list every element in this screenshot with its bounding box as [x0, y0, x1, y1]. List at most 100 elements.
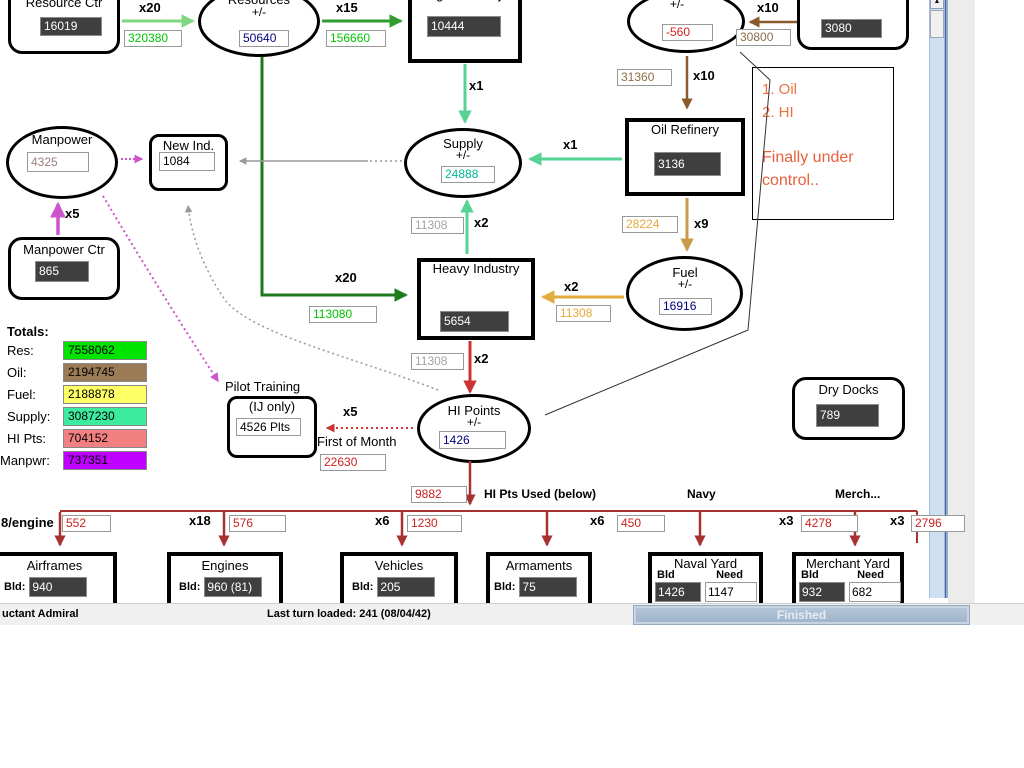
totals-label: Res:: [7, 343, 34, 358]
factory-title: Merchant Yard: [805, 556, 891, 571]
pilot-training-value[interactable]: 4526 Plts: [236, 418, 301, 436]
vertical-scrollbar[interactable]: ▲: [929, 0, 945, 598]
bld-field[interactable]: 960 (81): [204, 577, 263, 597]
flow-value[interactable]: 576: [229, 515, 286, 532]
resources-value[interactable]: 50640: [239, 30, 289, 47]
flow-value[interactable]: 30800: [736, 29, 791, 46]
totals-label: Oil:: [7, 365, 27, 380]
bld-label: Bld:: [494, 581, 516, 593]
flow-value[interactable]: 22630: [320, 454, 386, 471]
factory-title: Naval Yard: [673, 556, 738, 571]
flow-value[interactable]: 2796: [911, 515, 965, 532]
merch-label: Merch...: [835, 487, 881, 501]
manpower-ctr-value[interactable]: 865: [35, 261, 89, 282]
node-title: Supply: [443, 136, 483, 151]
note-box[interactable]: 1. Oil 2. HI Finally under control..: [752, 67, 894, 220]
window-edge: [945, 0, 948, 598]
flow-value[interactable]: 113080: [309, 306, 377, 323]
bld-label: Bld:: [179, 581, 201, 593]
dry-docks-value[interactable]: 789: [816, 404, 879, 427]
new-ind-value[interactable]: 1084: [159, 152, 215, 171]
flow-value[interactable]: 11308: [411, 217, 464, 234]
bld-label: Bld: [657, 569, 675, 581]
oil-refinery-value[interactable]: 3136: [654, 152, 721, 176]
totals-label: Manpwr:: [0, 453, 50, 468]
navy-label: Navy: [687, 487, 716, 501]
status-bar: uctant Admiral Last turn loaded: 241 (08…: [0, 603, 1024, 625]
fuel-value[interactable]: 16916: [659, 298, 712, 315]
node-title: Resources: [205, 0, 313, 6]
totals-title: Totals:: [7, 324, 49, 339]
flow-multiplier: 8/engine: [1, 515, 54, 530]
node-title: Dry Docks: [818, 382, 879, 397]
totals-value-res: 7558062: [63, 341, 147, 360]
flow-value[interactable]: 11308: [411, 353, 464, 370]
bld-field[interactable]: 932: [799, 582, 845, 602]
node-title: Oil Refinery: [651, 122, 719, 137]
hi-points-value[interactable]: 1426: [439, 431, 506, 449]
node-title: New Ind.: [162, 138, 215, 153]
need-label: Need: [857, 569, 884, 581]
flow-multiplier: x10: [693, 68, 715, 83]
flow-value[interactable]: 31360: [617, 69, 672, 86]
need-field[interactable]: 682: [849, 582, 901, 602]
node-title: Heavy Industry: [432, 261, 520, 276]
factory-title: Armaments: [505, 558, 573, 573]
bld-field[interactable]: 75: [519, 577, 578, 597]
flow-multiplier: x6: [590, 513, 605, 528]
heavy-industry-value[interactable]: 5654: [440, 311, 509, 332]
manpower-value[interactable]: 4325: [27, 152, 89, 172]
flow-value[interactable]: 1230: [407, 515, 462, 532]
supply-value[interactable]: 24888: [441, 166, 495, 183]
factory-title: Airframes: [26, 558, 83, 573]
totals-value-oil: 2194745: [63, 363, 147, 382]
node-subtitle: +/-: [251, 5, 267, 19]
flow-multiplier: x2: [474, 215, 489, 230]
flow-multiplier: x3: [779, 513, 794, 528]
note-message: Finally under control..: [762, 149, 854, 189]
bld-field[interactable]: 1426: [655, 582, 701, 602]
bld-field[interactable]: 940: [29, 577, 88, 597]
totals-value-supply: 3087230: [63, 407, 147, 426]
flow-value[interactable]: 450: [617, 515, 665, 532]
resource-ctr-value[interactable]: 16019: [40, 17, 102, 36]
flow-value[interactable]: 4278: [801, 515, 858, 532]
oil-centre-value[interactable]: 3080: [821, 19, 882, 38]
scroll-thumb[interactable]: [930, 10, 944, 38]
scroll-up-button[interactable]: ▲: [930, 0, 944, 9]
flow-multiplier: x6: [375, 513, 390, 528]
flow-multiplier: x3: [890, 513, 905, 528]
flow-multiplier: x5: [343, 404, 358, 419]
note-line: 2. HI: [762, 104, 794, 121]
node-title: HI Points: [447, 403, 501, 418]
node-title: Oil Centre: [801, 0, 905, 2]
flow-multiplier: x9: [694, 216, 709, 231]
node-title: Light Industry: [412, 0, 518, 1]
finished-button[interactable]: Finished: [633, 605, 970, 625]
flow-multiplier: x5: [65, 206, 80, 221]
flow-value[interactable]: 11308: [556, 305, 611, 322]
factory-engines: Engines Bld: 960 (81): [167, 552, 283, 612]
flow-value[interactable]: 9882: [411, 486, 467, 503]
need-field[interactable]: 1147: [705, 582, 757, 602]
light-industry-value[interactable]: 10444: [427, 16, 501, 37]
flow-value[interactable]: 320380: [124, 30, 182, 47]
node-subtitle: +/-: [669, 0, 685, 11]
node-title: Manpower Ctr: [23, 242, 105, 257]
node-subtitle: +/-: [677, 277, 693, 291]
node-supply: [404, 128, 522, 198]
window-frame-strip: [948, 0, 975, 603]
bld-field[interactable]: 205: [377, 577, 436, 597]
flow-value[interactable]: 156660: [326, 30, 386, 47]
flow-multiplier: x1: [563, 137, 578, 152]
totals-label: Fuel:: [7, 387, 36, 402]
totals-label: Supply:: [7, 409, 51, 424]
flow-value[interactable]: 28224: [622, 216, 678, 233]
flow-multiplier: x1: [469, 78, 484, 93]
flow-value[interactable]: 552: [62, 515, 111, 532]
oil-value[interactable]: -560: [662, 24, 713, 41]
node-hi-points: [417, 394, 531, 463]
node-title: Manpower: [31, 132, 93, 147]
node-title: Resource Ctr: [25, 0, 103, 10]
